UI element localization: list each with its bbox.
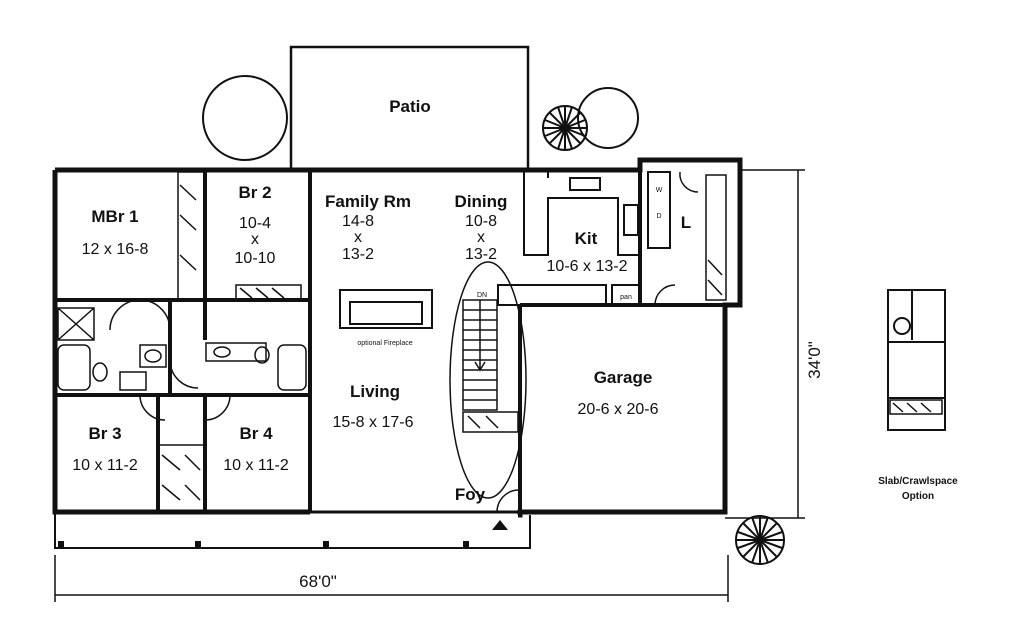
br2-size-l: 10-10 [235, 250, 276, 267]
dining-size-l: 13-2 [465, 246, 497, 263]
kit-size: 10-6 x 13-2 [547, 258, 628, 275]
tree-left [202, 75, 288, 161]
entry-arrow [492, 520, 508, 530]
kitchen-counters [497, 171, 671, 306]
mbr1-label: MBr 1 [91, 207, 138, 226]
br2-label: Br 2 [238, 183, 271, 202]
shrub-patio [542, 105, 588, 151]
width-dimension-line [54, 555, 729, 602]
tree-right [577, 87, 639, 149]
family-size-l: 13-2 [342, 246, 374, 263]
mbr1-size: 12 x 16-8 [82, 241, 149, 258]
washer-label: W [656, 187, 663, 194]
br3-size: 10 x 11-2 [72, 457, 138, 474]
kit-label: Kit [575, 229, 598, 248]
living-label: Living [350, 382, 400, 401]
br2-size-x: x [251, 231, 259, 248]
pantry-label: pan [620, 294, 632, 301]
family-size-w: 14-8 [342, 213, 374, 230]
garage-size: 20-6 x 20-6 [578, 401, 659, 418]
laundry-label: L [681, 213, 691, 232]
br2-size-w: 10-4 [239, 215, 271, 232]
shrub-garage [735, 515, 785, 565]
garage-label: Garage [594, 368, 653, 387]
br4-size: 10 x 11-2 [223, 457, 289, 474]
dining-size-x: x [477, 229, 485, 246]
front-porch [54, 512, 531, 549]
br4-label: Br 4 [239, 424, 273, 443]
door-swings [109, 171, 699, 513]
bathroom-fixtures [57, 307, 307, 391]
slab-option-line1: Slab/Crawlspace [878, 476, 958, 487]
living-size: 15-8 x 17-6 [333, 414, 414, 431]
slab-option-line2: Option [902, 491, 934, 502]
width-dimension: 68'0" [299, 572, 337, 591]
dining-size-w: 10-8 [465, 213, 497, 230]
slab-option-inset [887, 289, 946, 431]
fireplace [339, 289, 433, 329]
depth-dimension-line [725, 169, 805, 519]
patio-label: Patio [389, 97, 431, 116]
dryer-label: D [656, 213, 661, 220]
family-label: Family Rm [325, 192, 411, 211]
dining-label: Dining [455, 192, 508, 211]
stairs [449, 261, 527, 499]
foyer-label: Foy [455, 485, 486, 504]
closets [157, 171, 727, 513]
family-size-x: x [354, 229, 362, 246]
porch-posts [58, 541, 469, 547]
stair-down-label: DN [477, 292, 487, 299]
fireplace-label: optional Fireplace [357, 340, 412, 347]
depth-dimension: 34'0" [805, 341, 824, 379]
br3-label: Br 3 [88, 424, 121, 443]
